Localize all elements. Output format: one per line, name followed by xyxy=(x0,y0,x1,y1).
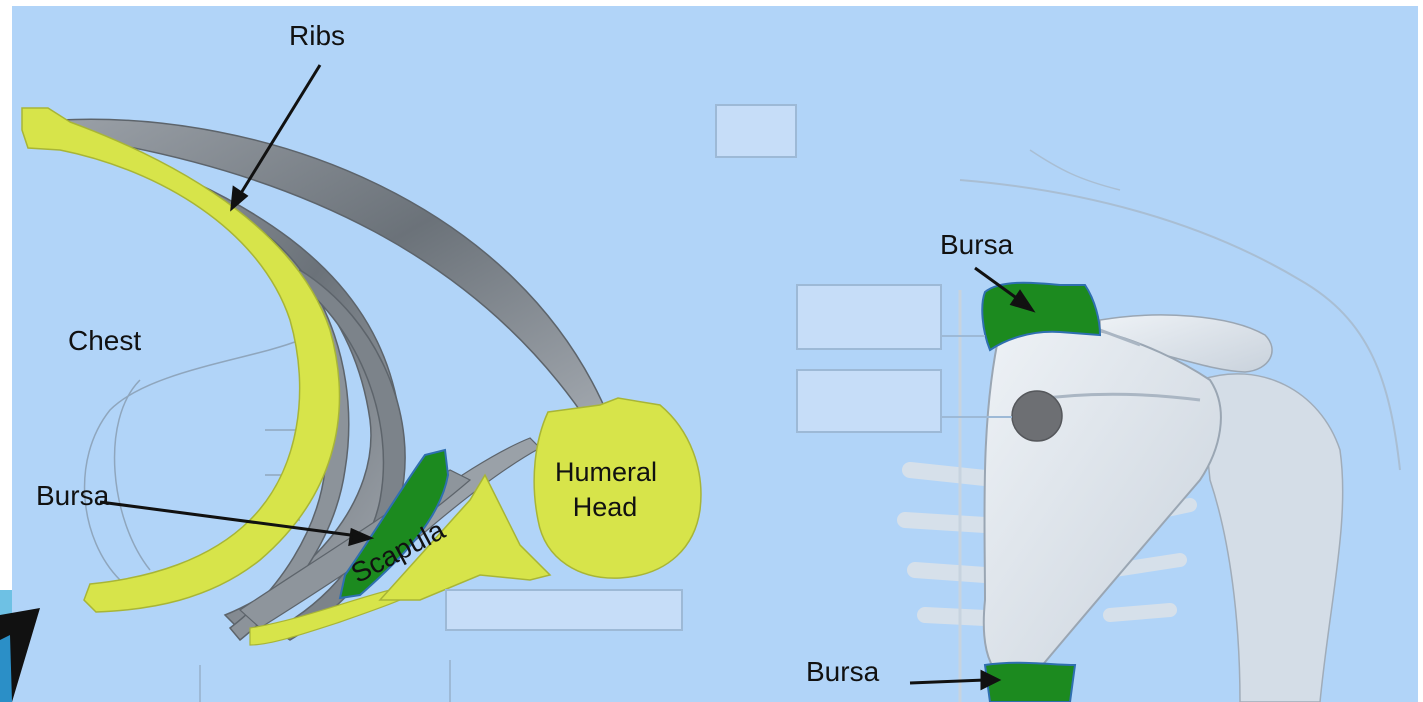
blank-label-boxes-right xyxy=(716,105,1012,432)
bursa-right-bottom xyxy=(985,663,1075,702)
slide-corner-decoration xyxy=(0,590,40,702)
humeral-head-label: Humeral Head xyxy=(555,455,655,525)
bursa-right-top-label: Bursa xyxy=(940,231,1013,259)
chest-label: Chest xyxy=(68,327,141,355)
humeral-head-label-line2: Head xyxy=(555,490,655,525)
arrow-bursa-right-bottom xyxy=(910,672,998,688)
ribs-label: Ribs xyxy=(289,22,345,50)
bursa-right-bottom-label: Bursa xyxy=(806,658,879,686)
marker-dot xyxy=(1012,391,1062,441)
humeral-head-label-line1: Humeral xyxy=(555,455,655,490)
bursa-left-label: Bursa xyxy=(36,482,109,510)
